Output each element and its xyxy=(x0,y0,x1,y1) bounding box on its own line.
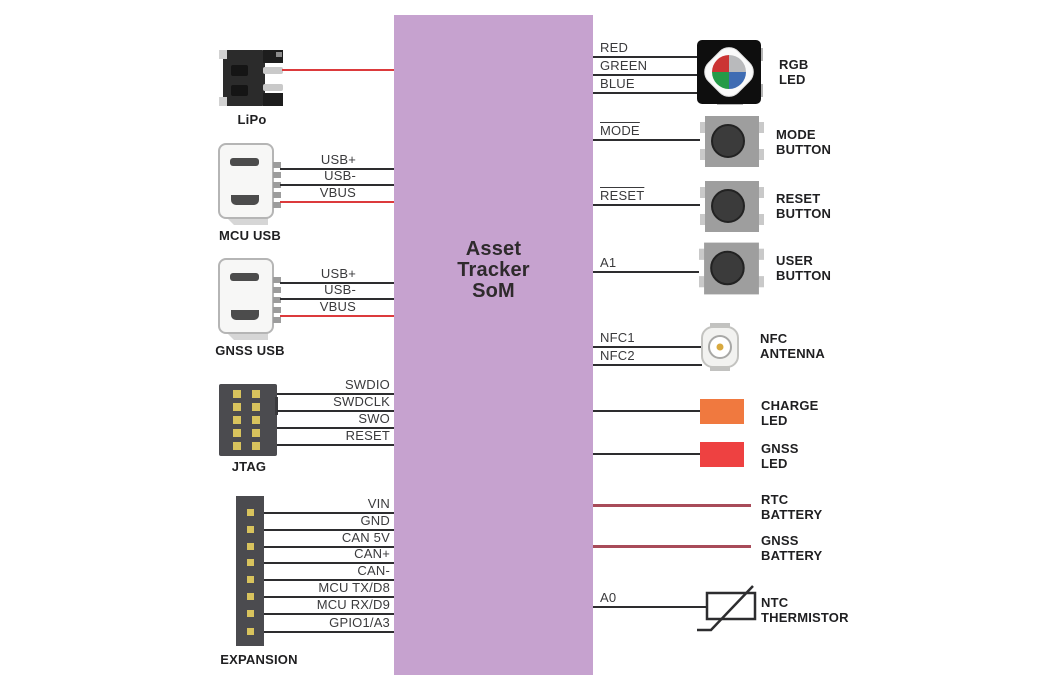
gnss-led-label: GNSS LED xyxy=(761,441,799,471)
nfc-antenna-label: NFC ANTENNA xyxy=(760,331,825,361)
wire-label: USB+ xyxy=(320,152,356,167)
wire-label: RESET xyxy=(600,188,645,203)
wire-gnss-usb-minus: USB- xyxy=(280,282,394,300)
wire-label: CAN 5V xyxy=(341,530,390,545)
charge-led-icon xyxy=(700,399,744,424)
reset-button-label: RESET BUTTON xyxy=(776,191,832,221)
wire-label: CAN- xyxy=(357,563,390,578)
wire-mcu-usb-plus: USB+ xyxy=(280,152,394,170)
wire-label: A0 xyxy=(600,590,617,605)
mode-button-icon xyxy=(700,116,764,167)
user-button-icon xyxy=(699,242,764,295)
wire-can-minus: CAN- xyxy=(264,563,394,581)
wire-label: VBUS xyxy=(319,299,356,314)
rgb-led-icon xyxy=(697,40,763,105)
gnss-usb-label: GNSS USB xyxy=(215,343,285,358)
wire-swdclk: SWDCLK xyxy=(277,394,394,412)
wire-label: NFC1 xyxy=(600,330,635,345)
ntc-thermistor-icon xyxy=(697,585,757,632)
wire-label: SWDCLK xyxy=(333,394,390,409)
wire-gnss-vbus: VBUS xyxy=(280,299,394,317)
wire-mcu-usb-minus: USB- xyxy=(280,168,394,186)
mcu-usb-connector-icon xyxy=(218,143,281,225)
asset-tracker-som-block: Asset Tracker SoM xyxy=(394,15,593,675)
wire-label: RESET xyxy=(345,428,390,443)
wire-can-plus: CAN+ xyxy=(264,546,394,564)
wire-label: MCU TX/D8 xyxy=(318,580,390,595)
wire-a1: A1 xyxy=(593,255,699,273)
som-title: Asset Tracker SoM xyxy=(457,238,530,302)
wire-label: SWO xyxy=(358,411,390,426)
wire-label: GND xyxy=(360,513,390,528)
wire-gnss-usb-plus: USB+ xyxy=(280,266,394,284)
wire-can5v: CAN 5V xyxy=(264,530,394,548)
mode-button-label: MODE BUTTON xyxy=(776,127,832,157)
wire-label: USB- xyxy=(324,282,356,297)
wire-label: BLUE xyxy=(600,76,635,91)
wire-reset: RESET xyxy=(593,188,700,206)
gnss-battery-label: GNSS BATTERY xyxy=(761,533,823,563)
wire-label: RED xyxy=(600,40,629,55)
wire-label: MCU RX/D9 xyxy=(316,597,390,612)
wire-blue: BLUE xyxy=(593,76,697,94)
wire-mode: MODE xyxy=(593,123,700,141)
wire-red: RED xyxy=(593,40,697,58)
wire-label: GREEN xyxy=(600,58,648,73)
wire-gpio1: GPIO1/A3 xyxy=(264,615,394,633)
wire-mcu-vbus: VBUS xyxy=(280,185,394,203)
expansion-label: EXPANSION xyxy=(220,652,298,667)
wire-label: SWDIO xyxy=(344,377,390,392)
wire-lipo xyxy=(282,69,394,71)
jtag-label: JTAG xyxy=(231,459,267,474)
jtag-connector-icon xyxy=(219,384,278,456)
wire-label: VIN xyxy=(367,496,390,511)
rtc-battery-label: RTC BATTERY xyxy=(761,492,823,522)
wire-green: GREEN xyxy=(593,58,697,76)
wire-gnss-battery xyxy=(593,545,751,548)
gnss-usb-connector-icon xyxy=(218,258,281,340)
wire-a0: A0 xyxy=(593,590,707,608)
wire-label: A1 xyxy=(600,255,617,270)
wire-label: VBUS xyxy=(319,185,356,200)
ntc-thermistor-label: NTC THERMISTOR xyxy=(761,595,849,625)
wire-gnss-led xyxy=(593,453,700,455)
wire-nfc2: NFC2 xyxy=(593,348,702,366)
lipo-label: LiPo xyxy=(237,112,267,127)
wire-jtag-reset: RESET xyxy=(277,428,394,446)
wire-label: USB+ xyxy=(320,266,356,281)
expansion-connector-icon xyxy=(236,496,264,646)
wire-mcu-tx: MCU TX/D8 xyxy=(264,580,394,598)
user-button-label: USER BUTTON xyxy=(776,253,832,283)
wire-label: NFC2 xyxy=(600,348,635,363)
lipo-connector-icon xyxy=(219,50,283,106)
reset-button-icon xyxy=(700,181,764,232)
nfc-antenna-icon xyxy=(701,323,739,371)
wire-label: GPIO1/A3 xyxy=(329,615,390,630)
wire-label: MODE xyxy=(600,123,640,138)
wire-swdio: SWDIO xyxy=(277,377,394,395)
wire-label: CAN+ xyxy=(354,546,390,561)
wire-rtc-battery xyxy=(593,504,751,507)
wire-charge-led xyxy=(593,410,700,412)
wire-nfc1: NFC1 xyxy=(593,330,702,348)
wire-mcu-rx: MCU RX/D9 xyxy=(264,597,394,615)
mcu-usb-label: MCU USB xyxy=(218,228,282,243)
wire-label: USB- xyxy=(324,168,356,183)
wire-swo: SWO xyxy=(277,411,394,429)
charge-led-label: CHARGE LED xyxy=(761,398,819,428)
gnss-led-icon xyxy=(700,442,744,467)
rgb-led-label: RGB LED xyxy=(779,57,809,87)
wire-gnd: GND xyxy=(264,513,394,531)
wire-vin: VIN xyxy=(264,496,394,514)
